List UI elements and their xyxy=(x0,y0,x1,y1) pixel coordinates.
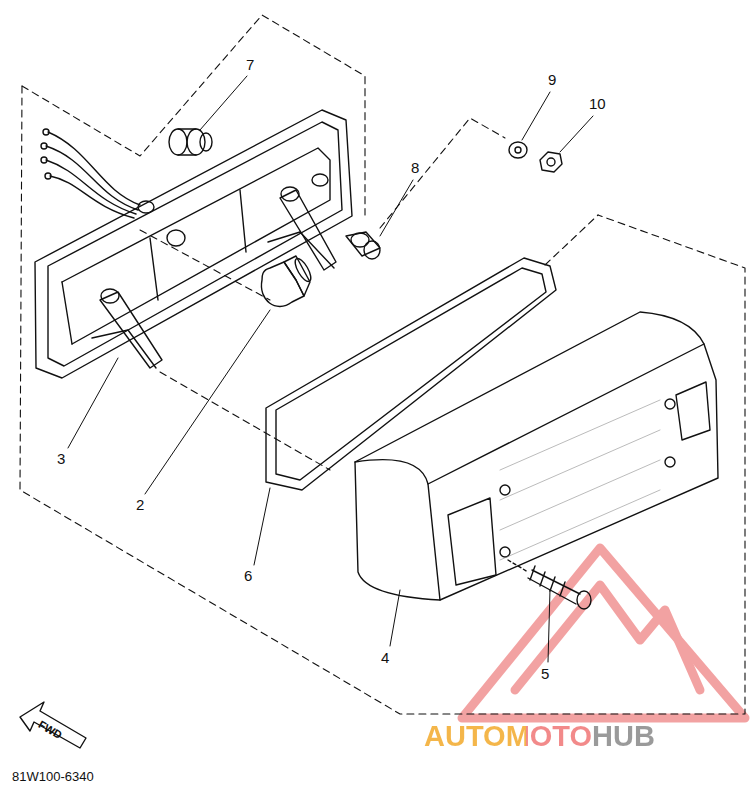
collar xyxy=(346,232,380,259)
washer xyxy=(509,142,527,158)
callout-number: 10 xyxy=(589,96,606,111)
callout-number: 7 xyxy=(246,57,254,72)
wire-harness xyxy=(41,129,154,218)
callout-number: 5 xyxy=(541,666,549,681)
gasket xyxy=(266,258,556,490)
watermark-logo xyxy=(462,548,745,718)
lamp-housing xyxy=(35,110,352,378)
bulb xyxy=(261,256,313,306)
callout-number: 4 xyxy=(381,650,389,665)
nut xyxy=(540,152,562,172)
callout-number: 3 xyxy=(57,451,65,466)
watermark: AUTOMOTOHUB xyxy=(424,722,655,751)
callout-number: 9 xyxy=(548,72,556,87)
lens xyxy=(355,312,718,600)
leader-line xyxy=(68,76,593,662)
part-code: 81W100-6340 xyxy=(12,770,94,783)
fwd-arrow xyxy=(20,702,86,748)
callout-number: 6 xyxy=(244,568,252,583)
callout-number: 8 xyxy=(411,160,419,175)
callout-number: 2 xyxy=(136,497,144,512)
dashed-frame xyxy=(20,15,745,714)
grommet xyxy=(169,129,212,155)
